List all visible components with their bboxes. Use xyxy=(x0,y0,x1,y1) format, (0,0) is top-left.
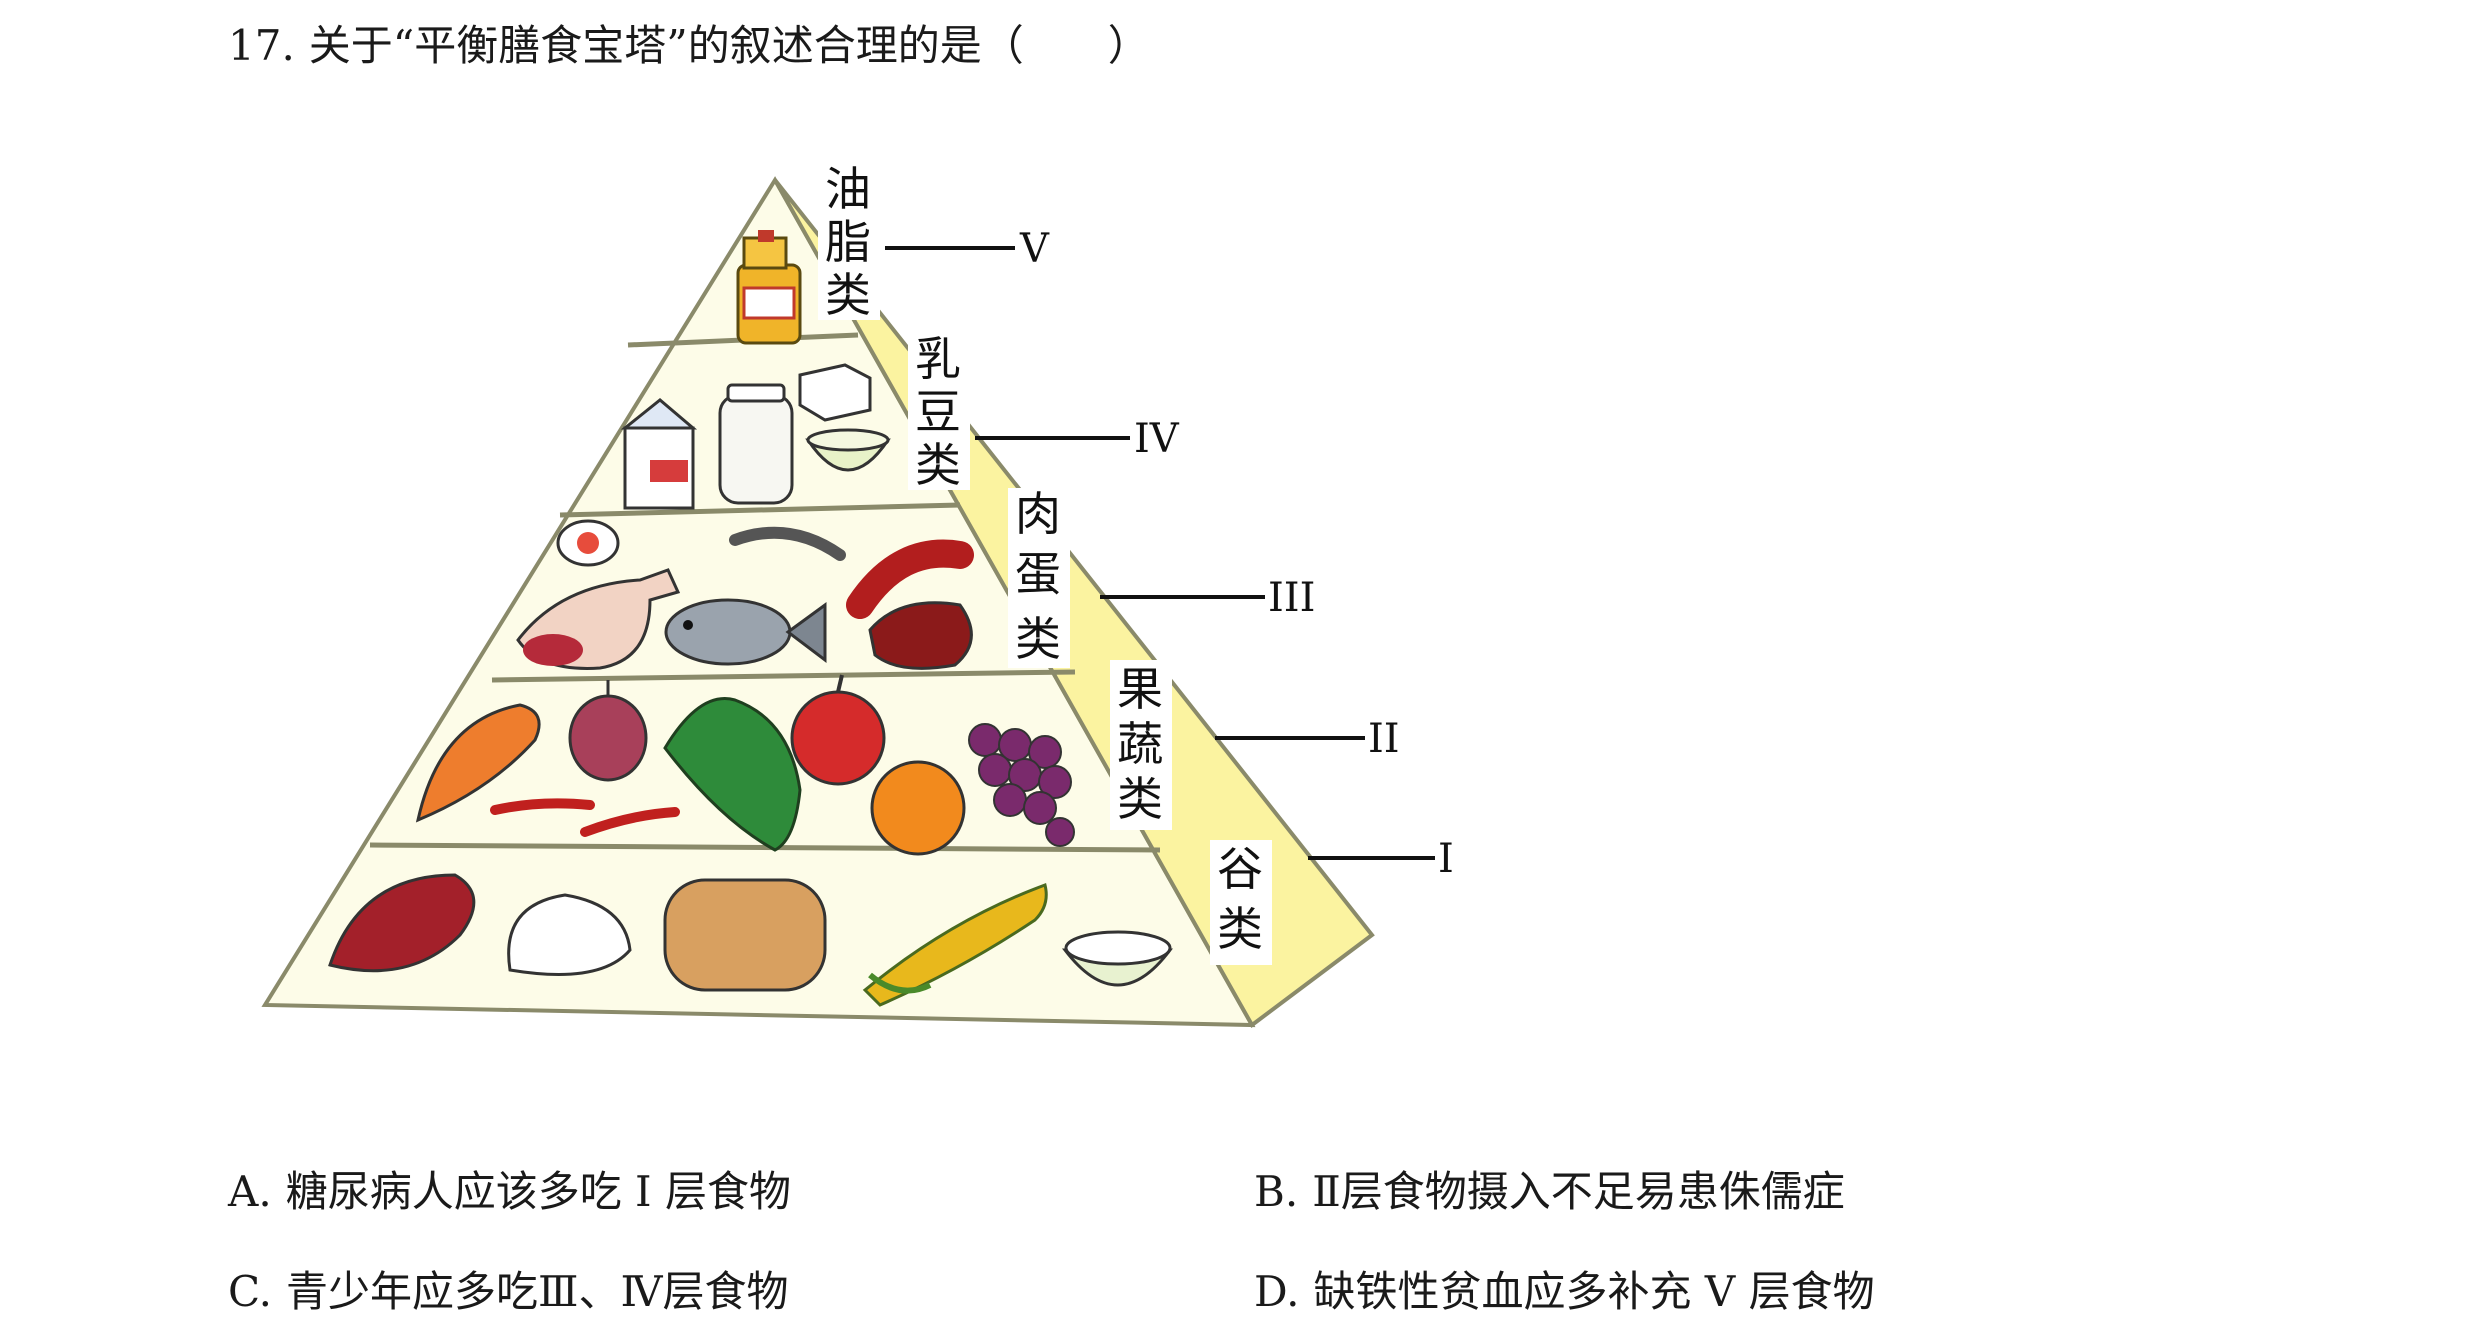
layer-divider xyxy=(369,842,1161,853)
svg-text:蔬: 蔬 xyxy=(1117,717,1163,771)
label-strip xyxy=(1210,840,1272,965)
category-label-ii: 果 蔬 类 xyxy=(1117,662,1163,826)
option-d[interactable]: D. 缺铁性贫血应多补充 V 层食物 xyxy=(1254,1262,1875,1322)
milk-carton-illustration xyxy=(620,398,698,510)
question-text: 关于“平衡膳食宝塔”的叙述合理的是（ ） xyxy=(308,21,1150,70)
svg-text:豆: 豆 xyxy=(915,385,961,439)
svg-text:蛋: 蛋 xyxy=(1015,547,1061,601)
svg-text:类: 类 xyxy=(1117,772,1163,826)
steamed-bun-illustration xyxy=(507,893,632,976)
option-letter: D. xyxy=(1254,1267,1300,1316)
sweet-potato-illustration xyxy=(328,873,476,973)
soy-bowl-illustration xyxy=(805,428,891,472)
layer-numeral-iii: III xyxy=(1268,575,1315,621)
option-c[interactable]: C. 青少年应多吃Ⅲ、Ⅳ层食物 xyxy=(228,1262,788,1322)
category-label-iv: 乳 豆 类 xyxy=(915,332,961,492)
svg-text:脂: 脂 xyxy=(825,215,871,269)
layer-numeral-i: I xyxy=(1438,836,1454,882)
chili-illustration xyxy=(490,798,680,837)
option-text: Ⅱ层食物摄入不足易患侏儒症 xyxy=(1312,1167,1845,1216)
option-a[interactable]: A. 糖尿病人应该多吃 I 层食物 xyxy=(228,1162,791,1222)
label-strip xyxy=(908,330,970,490)
leafy-greens-illustration xyxy=(663,697,802,852)
question-number: 17. xyxy=(228,21,295,70)
layer-numeral-ii: II xyxy=(1368,716,1400,762)
category-label-iii: 肉 蛋 类 xyxy=(1015,487,1061,666)
onion-illustration xyxy=(568,680,648,782)
layer-numeral-iv: IV xyxy=(1134,416,1180,462)
option-text: 糖尿病人应该多吃 I 层食物 xyxy=(285,1167,791,1216)
svg-text:乳: 乳 xyxy=(915,332,961,386)
option-b[interactable]: B. Ⅱ层食物摄入不足易患侏儒症 xyxy=(1254,1162,1845,1222)
option-letter: A. xyxy=(228,1167,272,1216)
layer-divider xyxy=(491,669,1076,683)
shrimp-illustration xyxy=(729,526,846,561)
liver-illustration xyxy=(868,601,973,670)
option-text: 缺铁性贫血应多补充 V 层食物 xyxy=(1313,1267,1875,1316)
svg-text:类: 类 xyxy=(1217,902,1263,956)
layer-numeral-v: V xyxy=(1019,226,1050,272)
oil-bottle-illustration xyxy=(736,230,802,345)
option-letter: C. xyxy=(228,1267,272,1316)
svg-text:类: 类 xyxy=(1015,612,1061,666)
option-text: 青少年应多吃Ⅲ、Ⅳ层食物 xyxy=(286,1267,789,1316)
svg-text:果: 果 xyxy=(1117,662,1163,716)
jar-illustration xyxy=(718,383,794,505)
svg-text:谷: 谷 xyxy=(1217,842,1263,896)
question-stem: 17. 关于“平衡膳食宝塔”的叙述合理的是（ ） xyxy=(228,10,1150,82)
grapes-illustration xyxy=(968,723,1075,847)
svg-text:类: 类 xyxy=(825,268,871,322)
option-letter: B. xyxy=(1254,1167,1299,1216)
corn-illustration xyxy=(862,883,1048,1007)
label-strip xyxy=(1110,660,1172,830)
category-label-v: 油 脂 类 xyxy=(825,162,871,322)
label-strip xyxy=(1008,488,1070,668)
egg-illustration xyxy=(556,519,620,567)
orange-illustration xyxy=(870,760,966,856)
label-strip xyxy=(818,160,880,320)
fish-illustration xyxy=(664,598,827,666)
svg-text:肉: 肉 xyxy=(1015,487,1061,541)
apple-illustration xyxy=(790,674,886,786)
tofu-illustration xyxy=(798,363,872,422)
sausage-illustration xyxy=(846,539,974,619)
layer-divider xyxy=(559,502,961,518)
svg-text:油: 油 xyxy=(825,162,871,216)
category-label-i: 谷 类 xyxy=(1217,842,1263,956)
carrot-illustration xyxy=(415,703,541,823)
rice-bowl-illustration xyxy=(1061,930,1173,987)
bread-illustration xyxy=(663,878,827,992)
ham-illustration xyxy=(516,568,681,670)
svg-text:类: 类 xyxy=(915,438,961,492)
